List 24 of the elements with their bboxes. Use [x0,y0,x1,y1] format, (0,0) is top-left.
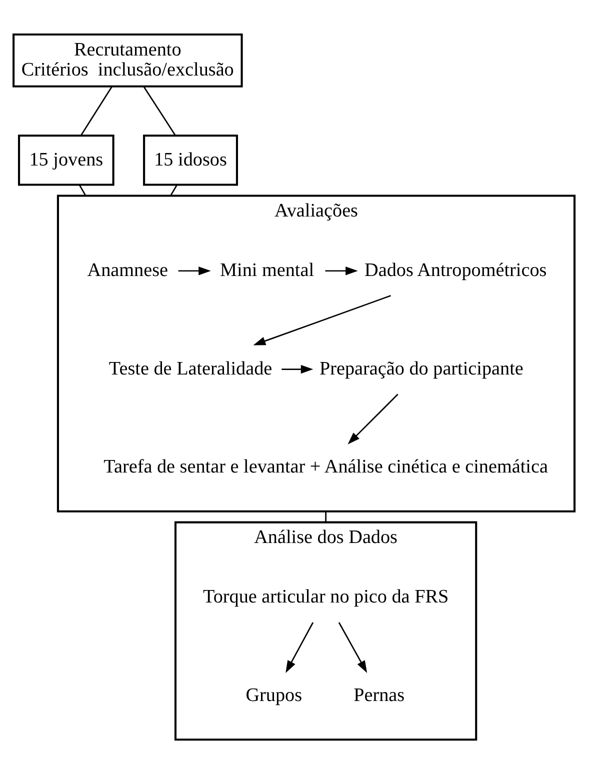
arrow [178,266,211,275]
connector [78,184,86,196]
node-text: Torque articular no pico da FRS [202,586,449,608]
connector [325,510,326,522]
connector [143,86,176,136]
arrow [286,622,314,672]
arrow [325,266,358,275]
node-text: Grupos [246,684,302,706]
node-text: Dados Antropométricos [364,259,547,280]
node-text: Teste de Lateralidade [108,358,272,379]
arrow [338,622,368,672]
node-box: 15 idosos [143,134,238,186]
node-text: Tarefa de sentar e levantar + Análise cinética e cinemática [104,456,548,478]
node-text: Mini mental [220,259,314,280]
connector [80,86,112,136]
node-text: Anamnese [87,259,168,280]
node-box: 15 jovens [18,134,114,186]
node-text: Preparação do participante [320,358,524,379]
node-box: Recrutamento Critérios inclusão/exclusão [12,32,243,87]
node-text: Pernas [354,684,405,706]
arrow [253,294,391,345]
arrow [282,364,314,374]
connector [170,184,178,196]
arrow [348,393,398,444]
